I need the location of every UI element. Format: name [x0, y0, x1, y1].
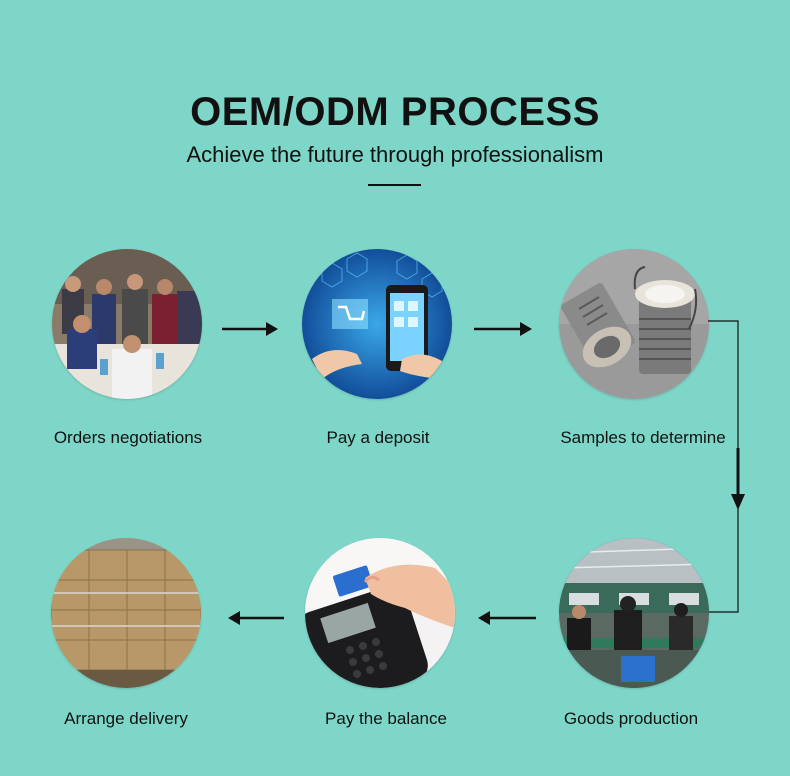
- step-4-image: [559, 538, 709, 688]
- step-3-label: Samples to determine: [560, 428, 726, 447]
- arrow-right-icon: [474, 322, 532, 336]
- arrow-left-icon: [478, 611, 536, 625]
- connector-down-arrow-icon: [708, 320, 745, 613]
- step-1-image: [52, 249, 202, 399]
- title-divider: [368, 184, 421, 186]
- step-2-image: [302, 249, 452, 399]
- page-title: OEM/ODM PROCESS: [190, 90, 600, 134]
- step-6-label: Arrange delivery: [64, 709, 188, 728]
- arrow-left-icon: [228, 611, 284, 625]
- page-subtitle: Achieve the future through professionali…: [186, 142, 604, 167]
- step-5-label: Pay the balance: [325, 709, 447, 728]
- step-6-image: [51, 538, 201, 688]
- step-4-label: Goods production: [563, 709, 699, 728]
- step-3-image: [559, 249, 709, 399]
- step-1-label: Orders negotiations: [53, 428, 203, 447]
- step-5-image: [305, 538, 455, 688]
- step-2-label: Pay a deposit: [326, 428, 430, 447]
- arrow-right-icon: [222, 322, 278, 336]
